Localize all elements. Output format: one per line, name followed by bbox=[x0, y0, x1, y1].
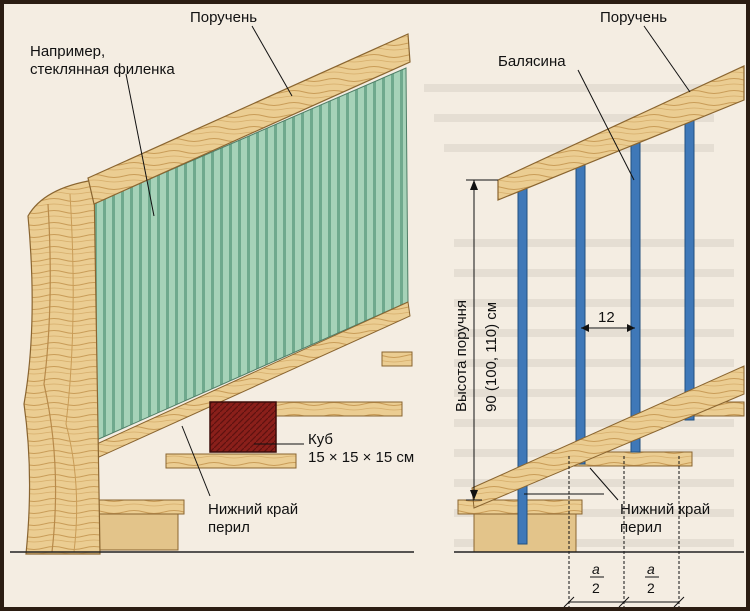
right-bottom-label-1: Нижний край bbox=[620, 501, 710, 518]
glass-panel-label-2: стеклянная филенка bbox=[30, 61, 175, 78]
spacing-dimension bbox=[581, 324, 635, 332]
fraction-numerator-2: a bbox=[647, 561, 655, 577]
left-handrail bbox=[87, 33, 411, 205]
right-handrail bbox=[497, 65, 745, 201]
height-label-2: 90 (100, 110) см bbox=[483, 302, 500, 412]
height-dimension bbox=[466, 179, 498, 501]
height-label-1: Высота поручня bbox=[453, 300, 470, 412]
fraction-denominator-1: 2 bbox=[592, 580, 600, 596]
cube bbox=[209, 401, 277, 453]
railing-diagram: Поручень Например, стеклянная филенка Ку… bbox=[10, 9, 745, 607]
fraction-numerator-1: a bbox=[592, 561, 600, 577]
a-half-dimensions bbox=[563, 456, 685, 607]
right-bottom-label-2: перил bbox=[620, 519, 662, 536]
right-handrail-label: Поручень bbox=[600, 9, 667, 26]
newel-post bbox=[23, 179, 101, 555]
cube-label-1: Куб bbox=[308, 431, 333, 448]
fraction-denominator-2: 2 bbox=[647, 580, 655, 596]
left-bottom-label-2: перил bbox=[208, 519, 250, 536]
baluster-label: Балясина bbox=[498, 53, 566, 70]
cube-label-2: 15 × 15 × 15 см bbox=[308, 449, 414, 466]
spacing-label: 12 bbox=[598, 309, 615, 326]
balusters bbox=[517, 119, 695, 545]
left-bottom-label-1: Нижний край bbox=[208, 501, 298, 518]
right-bottom-rail bbox=[471, 365, 745, 509]
left-handrail-label: Поручень bbox=[190, 9, 257, 26]
glass-panel-label-1: Например, bbox=[30, 43, 105, 60]
